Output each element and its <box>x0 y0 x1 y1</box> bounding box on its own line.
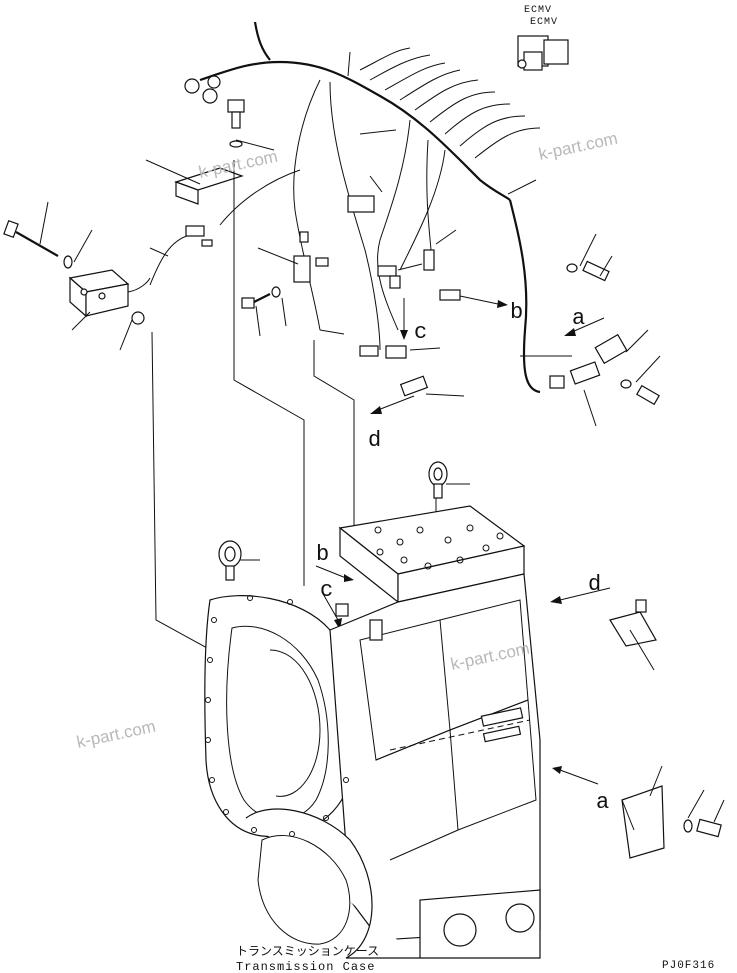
label-b-upper: b <box>510 300 523 325</box>
label-d-upper: d <box>368 428 381 453</box>
label-a-lower: a <box>596 790 609 815</box>
bolt-upper <box>227 99 245 148</box>
wire-harness <box>149 21 541 394</box>
dashed-line <box>389 719 531 751</box>
ecmv-label-top: ECMV <box>524 5 552 16</box>
clip-left <box>185 225 213 247</box>
label-c-lower: c <box>320 578 333 603</box>
ecmv-valve <box>517 35 569 71</box>
sensor-right <box>549 260 660 406</box>
label-d-lower: d <box>588 572 601 597</box>
long-bolt <box>3 219 73 269</box>
bracket-right-mid <box>609 599 657 671</box>
bracket-right-low <box>621 765 725 859</box>
caption-english: Transmission Case <box>236 960 375 973</box>
transmission-case <box>204 505 541 959</box>
valve-ports <box>374 524 504 570</box>
ecmv-label-bottom: ECMV <box>530 17 558 28</box>
drawing-code: PJ0F316 <box>662 960 715 972</box>
connector-plugs <box>184 75 221 104</box>
sensor-block <box>68 269 151 325</box>
bolt-middle <box>241 231 329 309</box>
label-c-upper: c <box>414 320 427 345</box>
watermark-2: k-part.com <box>537 129 619 164</box>
arrows <box>315 295 611 785</box>
label-a-upper: a <box>572 306 585 331</box>
eye-bolt-left <box>218 540 260 581</box>
caption-japanese: トランスミッションケース <box>236 944 379 958</box>
sensor-middle <box>347 195 461 397</box>
bracket-upper <box>174 167 244 205</box>
eye-bolt-right <box>428 461 470 499</box>
label-b-lower: b <box>316 542 329 567</box>
flange-bolt-holes <box>205 595 349 837</box>
watermark-4: k-part.com <box>75 717 157 752</box>
leader-lines <box>39 51 661 427</box>
